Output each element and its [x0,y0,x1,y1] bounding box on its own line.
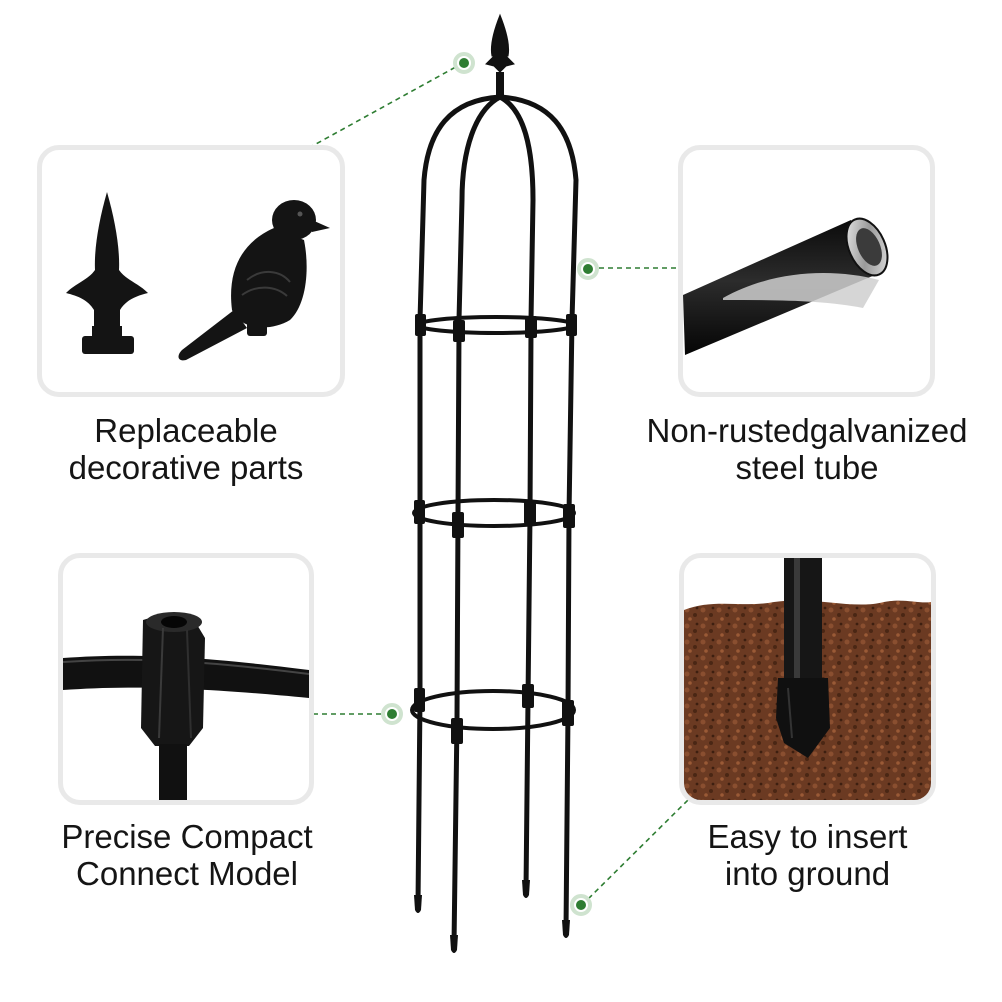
caption-line: Precise Compact [61,818,313,855]
decorative-parts-card [37,145,345,397]
connector-card [58,553,314,805]
caption-decorative-parts: Replaceable decorative parts [37,412,335,486]
steel-tube-card [678,145,935,397]
pole-in-soil-icon [684,558,931,800]
leader-lines [304,62,689,906]
caption-line: decorative parts [68,449,304,486]
caption-ground: Easy to insert into ground [679,818,936,892]
caption-steel-tube: Non-rustedgalvanized steel tube [632,412,982,486]
ground-insert-card [679,553,936,805]
caption-line: steel tube [735,449,879,486]
caption-line: Replaceable [94,412,278,449]
leader-dots [381,52,599,916]
caption-line: Non-rustedgalvanized [646,412,968,449]
finial-and-bird-icon [66,192,330,361]
caption-line: Easy to insert [707,818,908,855]
ring-connector-icon [63,612,309,800]
caption-connector: Precise Compact Connect Model [37,818,337,892]
caption-line: Connect Model [76,855,298,892]
steel-tube-icon [683,217,889,355]
caption-line: into ground [724,855,891,892]
